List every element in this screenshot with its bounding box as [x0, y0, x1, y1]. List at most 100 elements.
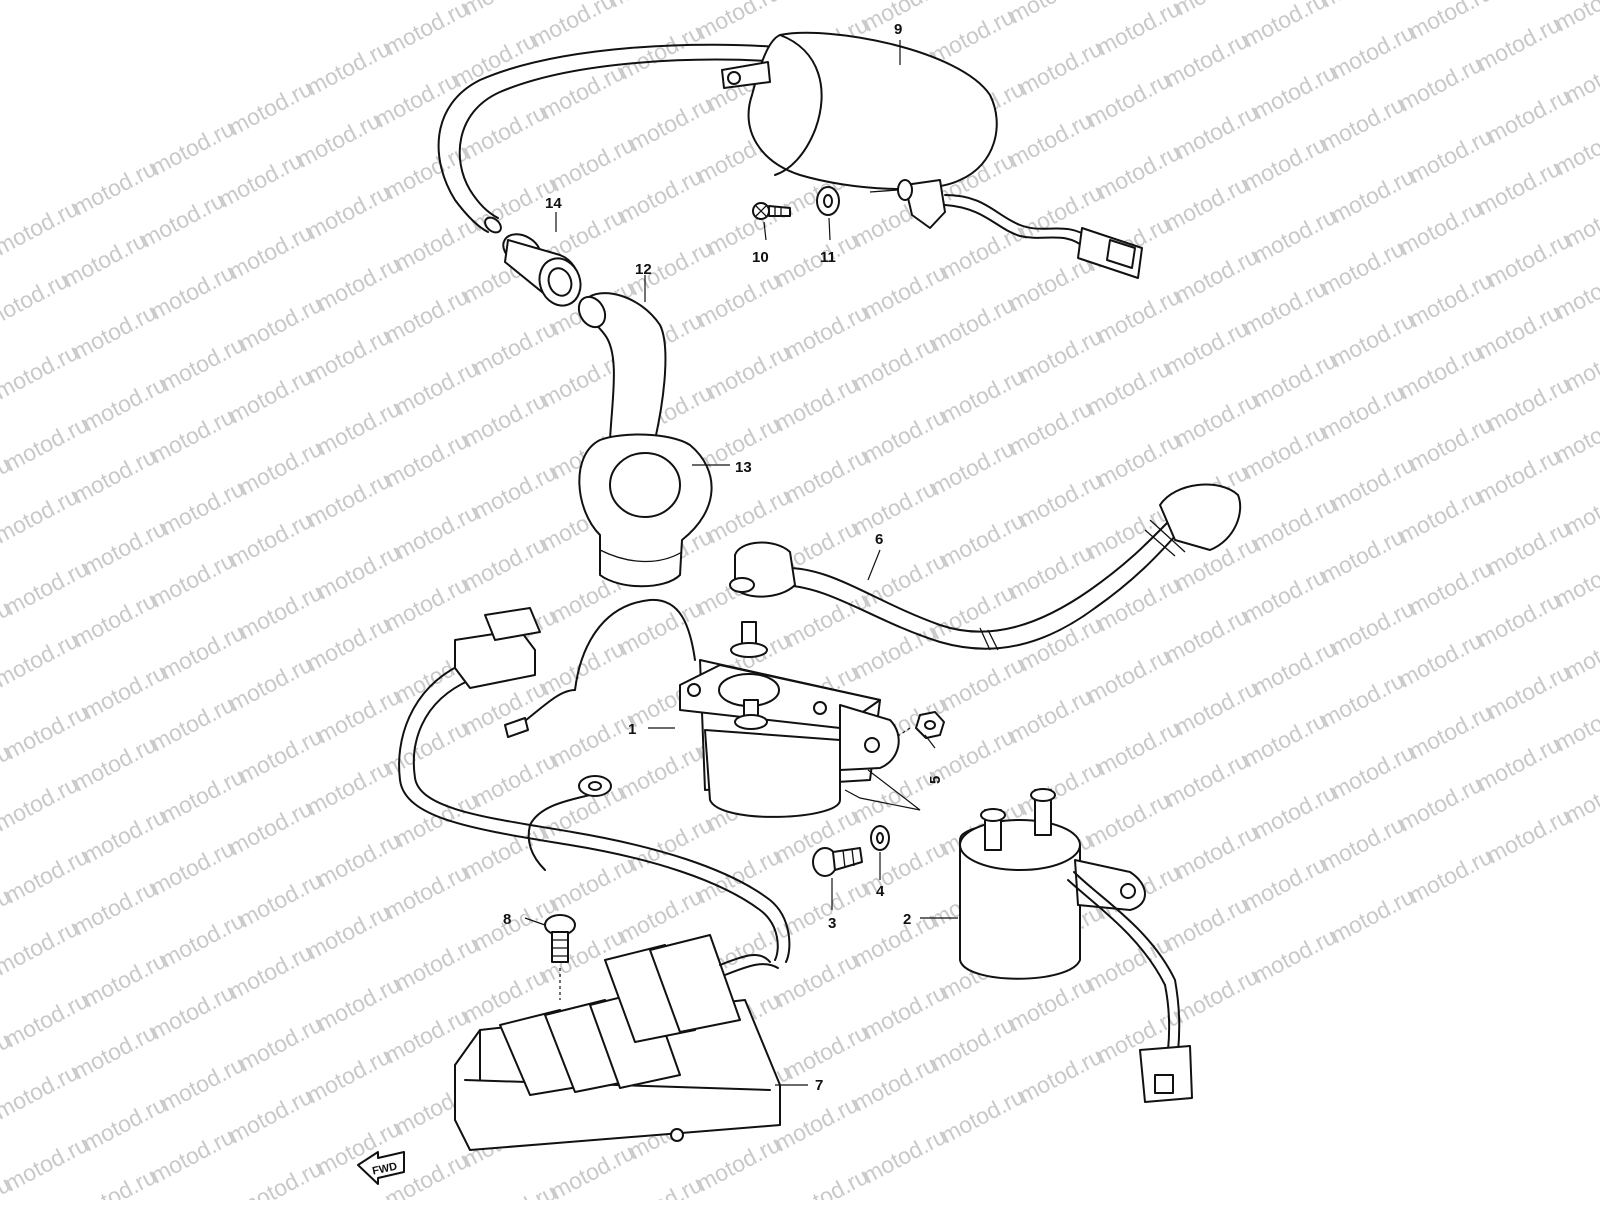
watermark-text: motod.ru	[1550, 115, 1600, 181]
watermark-text: motod.ru	[224, 363, 316, 429]
watermark-text: motod.ru	[146, 835, 238, 901]
watermark-text: motod.ru	[1326, 19, 1418, 85]
callout-labels: 9 14 10 11 12 13 6 1 5 4 3 2 8 7	[503, 21, 944, 1094]
watermark-text: motod.ru	[1014, 467, 1106, 533]
watermark-text: motod.ru	[1248, 59, 1340, 125]
watermark-text: motod.ru	[770, 947, 862, 1013]
watermark-text: motod.ru	[702, 339, 794, 405]
watermark-text: motod.ru	[0, 483, 82, 549]
watermark-text: motod.ru	[0, 771, 82, 837]
watermark-text: motod.ru	[1560, 763, 1600, 829]
watermark-text: motod.ru	[770, 0, 862, 4]
watermark-text: motod.ru	[1316, 811, 1408, 877]
watermark-text: motod.ru	[156, 763, 248, 829]
watermark-text: motod.ru	[390, 211, 482, 277]
watermark-text: motod.ru	[1316, 91, 1408, 157]
watermark-text: motod.ru	[68, 1019, 160, 1085]
watermark-text: motod.ru	[1560, 619, 1600, 685]
watermark-text: motod.ru	[1014, 35, 1106, 101]
watermark-text: motod.ru	[546, 851, 638, 917]
watermark-text: motod.ru	[1472, 587, 1564, 653]
callout-4: 4	[876, 883, 885, 900]
watermark-text: motod.ru	[1004, 683, 1096, 749]
watermark-text: motod.ru	[78, 371, 170, 437]
watermark-text: motod.ru	[858, 547, 950, 613]
watermark-text: motod.ru	[1014, 1043, 1106, 1109]
watermark-text: motod.ru	[780, 587, 872, 653]
watermark-text: motod.ru	[770, 371, 862, 437]
watermark-text: motod.ru	[1482, 227, 1574, 293]
watermark-text: motod.ru	[780, 443, 872, 509]
fwd-arrow: FWD	[357, 1151, 405, 1185]
watermark-text: motod.ru	[1248, 491, 1340, 557]
watermark-text: motod.ru	[78, 659, 170, 725]
watermark-text: motod.ru	[224, 1083, 316, 1149]
watermark-text: motod.ru	[1550, 547, 1600, 613]
watermark-text: motod.ru	[1248, 779, 1340, 845]
watermark-text: motod.ru	[1082, 643, 1174, 709]
watermark-text: motod.ru	[1014, 323, 1106, 389]
watermark-text: motod.ru	[234, 579, 326, 645]
watermark-text: motod.ru	[858, 259, 950, 325]
watermark-text: motod.ru	[0, 1131, 92, 1197]
watermark-text: motod.ru	[302, 755, 394, 821]
nut-5	[894, 711, 945, 739]
watermark-text: motod.ru	[1482, 803, 1574, 869]
watermark-text: motod.ru	[458, 99, 550, 165]
watermark-text: motod.ru	[380, 571, 472, 637]
watermark-text: motod.ru	[380, 715, 472, 781]
watermark-text: motod.ru	[302, 1043, 394, 1109]
watermark-text: motod.ru	[1082, 787, 1174, 853]
watermark-text: motod.ru	[68, 731, 160, 797]
watermark-text: motod.ru	[780, 1019, 872, 1085]
watermark-text: motod.ru	[1404, 0, 1496, 44]
watermark-text: motod.ru	[0, 915, 82, 981]
watermark-text: motod.ru	[312, 827, 404, 893]
watermark-text: motod.ru	[858, 1123, 950, 1189]
watermark-text: motod.ru	[702, 483, 794, 549]
starter-relay-1	[398, 598, 900, 963]
spark-plug-cap	[577, 292, 713, 588]
watermark-text: motod.ru	[1082, 355, 1174, 421]
watermark-text: motod.ru	[0, 555, 92, 621]
watermark-text: motod.ru	[68, 155, 160, 221]
watermark-text: motod.ru	[1248, 203, 1340, 269]
watermark-text: motod.ru	[1482, 515, 1574, 581]
watermark-text: motod.ru	[1014, 755, 1106, 821]
watermark-text: motod.ru	[692, 0, 784, 44]
watermark-text: motod.ru	[1472, 11, 1564, 77]
watermark-text: motod.ru	[146, 403, 238, 469]
watermark-text: motod.ru	[1482, 659, 1574, 725]
watermark-text: motod.ru	[546, 707, 638, 773]
watermark-text: motod.ru	[1170, 675, 1262, 741]
watermark-text: motod.ru	[1560, 43, 1600, 109]
watermark-text: motod.ru	[692, 1131, 784, 1197]
watermark-text: motod.ru	[458, 531, 550, 597]
watermark-text: motod.ru	[858, 403, 950, 469]
watermark-text: motod.ru	[146, 547, 238, 613]
watermark-text: motod.ru	[312, 971, 404, 1037]
watermark-text: motod.ru	[312, 251, 404, 317]
callout-2: 2	[903, 911, 911, 928]
watermark-text: motod.ru	[1550, 259, 1600, 325]
watermark-text: motod.ru	[1394, 627, 1486, 693]
watermark-text: motod.ru	[1160, 27, 1252, 93]
watermark-text: motod.ru	[468, 747, 560, 813]
callout-5: 5	[927, 776, 944, 784]
washer-11	[816, 186, 840, 216]
watermark-text: motod.ru	[1560, 475, 1600, 541]
watermark-text: motod.ru	[1238, 851, 1330, 917]
watermark-text: motod.ru	[468, 459, 560, 525]
watermark-text: motod.ru	[1160, 171, 1252, 237]
leader-lines	[524, 40, 958, 1086]
watermark-text: motod.ru	[234, 435, 326, 501]
watermark-text: motod.ru	[1238, 275, 1330, 341]
regulator-rectifier-7	[454, 934, 781, 1151]
watermark-text: motod.ru	[234, 723, 326, 789]
watermark-text: motod.ru	[224, 219, 316, 285]
watermark-text: motod.ru	[848, 907, 940, 973]
watermark-text: motod.ru	[1082, 931, 1174, 997]
watermark-text: motod.ru	[234, 867, 326, 933]
watermark-text: motod.ru	[302, 35, 394, 101]
